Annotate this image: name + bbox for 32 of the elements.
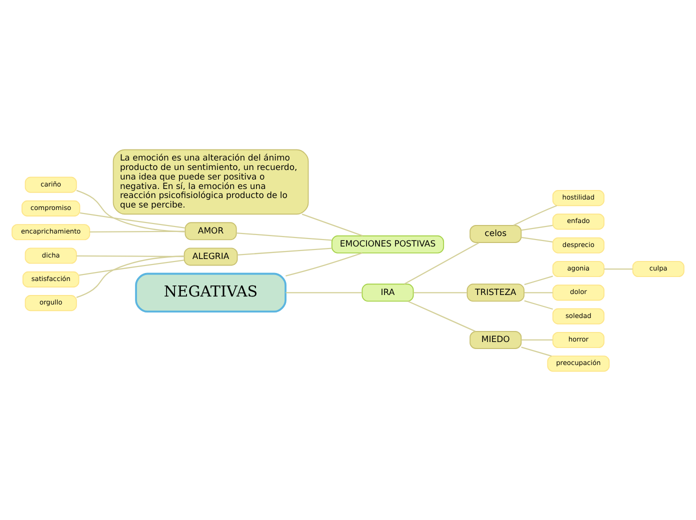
- node-box: TRISTEZA: [466, 283, 524, 302]
- connector: [236, 232, 332, 240]
- node-box: IRA: [362, 283, 414, 302]
- connector: [404, 242, 480, 284]
- connector: [80, 212, 186, 228]
- connector: [286, 252, 362, 276]
- node-box: La emoción es una alteración del ánimo producto de un sentimiento, un recuerdo, una idea que puede ser positiva o negativa. En sí, la emoción es una reacción psicofisiológica producto de lo que se percibe.: [112, 148, 309, 214]
- node-box: ALEGRIA: [184, 247, 238, 266]
- node-box: NEGATIVAS: [135, 272, 286, 312]
- connector: [524, 275, 553, 285]
- connector: [286, 292, 362, 293]
- connector: [524, 292, 553, 293]
- connector: [521, 224, 553, 230]
- connector: [408, 300, 476, 332]
- connector: [521, 346, 552, 356]
- connector: [238, 247, 332, 255]
- connector: [78, 259, 184, 276]
- connector: [604, 268, 633, 270]
- connector: [90, 230, 186, 232]
- connector: [76, 255, 184, 298]
- connector: [513, 204, 558, 226]
- connector: [521, 338, 553, 340]
- connector: [524, 300, 553, 310]
- connector: [521, 236, 553, 242]
- connector: [76, 254, 184, 257]
- node-box: AMOR: [184, 222, 237, 240]
- connector: [302, 213, 363, 236]
- connector: [414, 292, 467, 293]
- connector: [76, 189, 185, 232]
- node-box: EMOCIONES POSTIVAS: [331, 234, 444, 253]
- node-box: celos: [470, 224, 522, 242]
- node-box: MIEDO: [470, 330, 522, 348]
